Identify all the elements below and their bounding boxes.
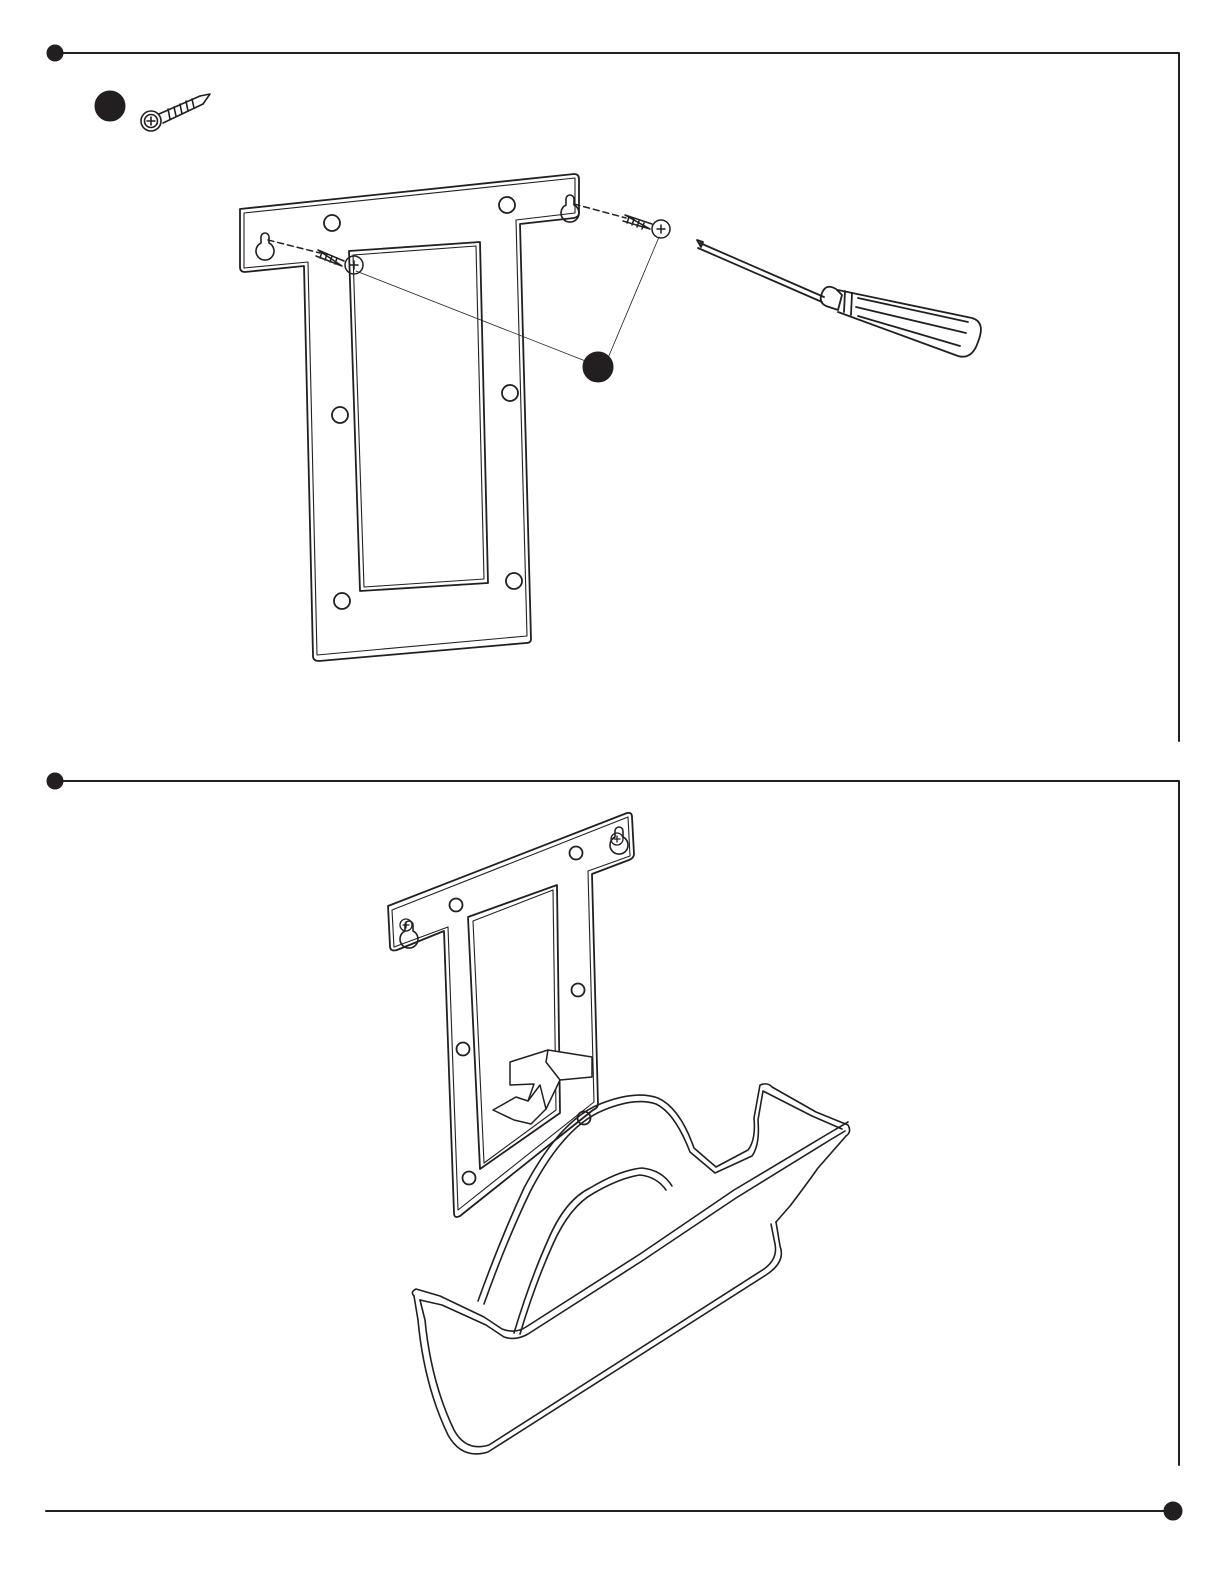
wood-screw-right <box>574 204 670 238</box>
step-1-parts-callout <box>95 91 210 131</box>
mounting-bracket <box>240 174 579 661</box>
step-2-frame <box>47 773 1179 1465</box>
page-footer-rule <box>46 1502 1182 1520</box>
insert-arrow <box>493 1050 592 1124</box>
keyhole-slot-right <box>610 827 628 854</box>
screw-callout <box>356 237 659 382</box>
keyhole-slot-left <box>256 233 274 260</box>
step-1-frame <box>47 45 1179 741</box>
screwdriver <box>697 240 981 357</box>
part-letter-marker <box>95 91 125 121</box>
page-end-marker <box>1164 1502 1182 1520</box>
mounting-bracket-installed <box>388 813 634 1217</box>
part-letter-marker <box>583 352 613 382</box>
wood-screw-icon <box>141 94 210 131</box>
